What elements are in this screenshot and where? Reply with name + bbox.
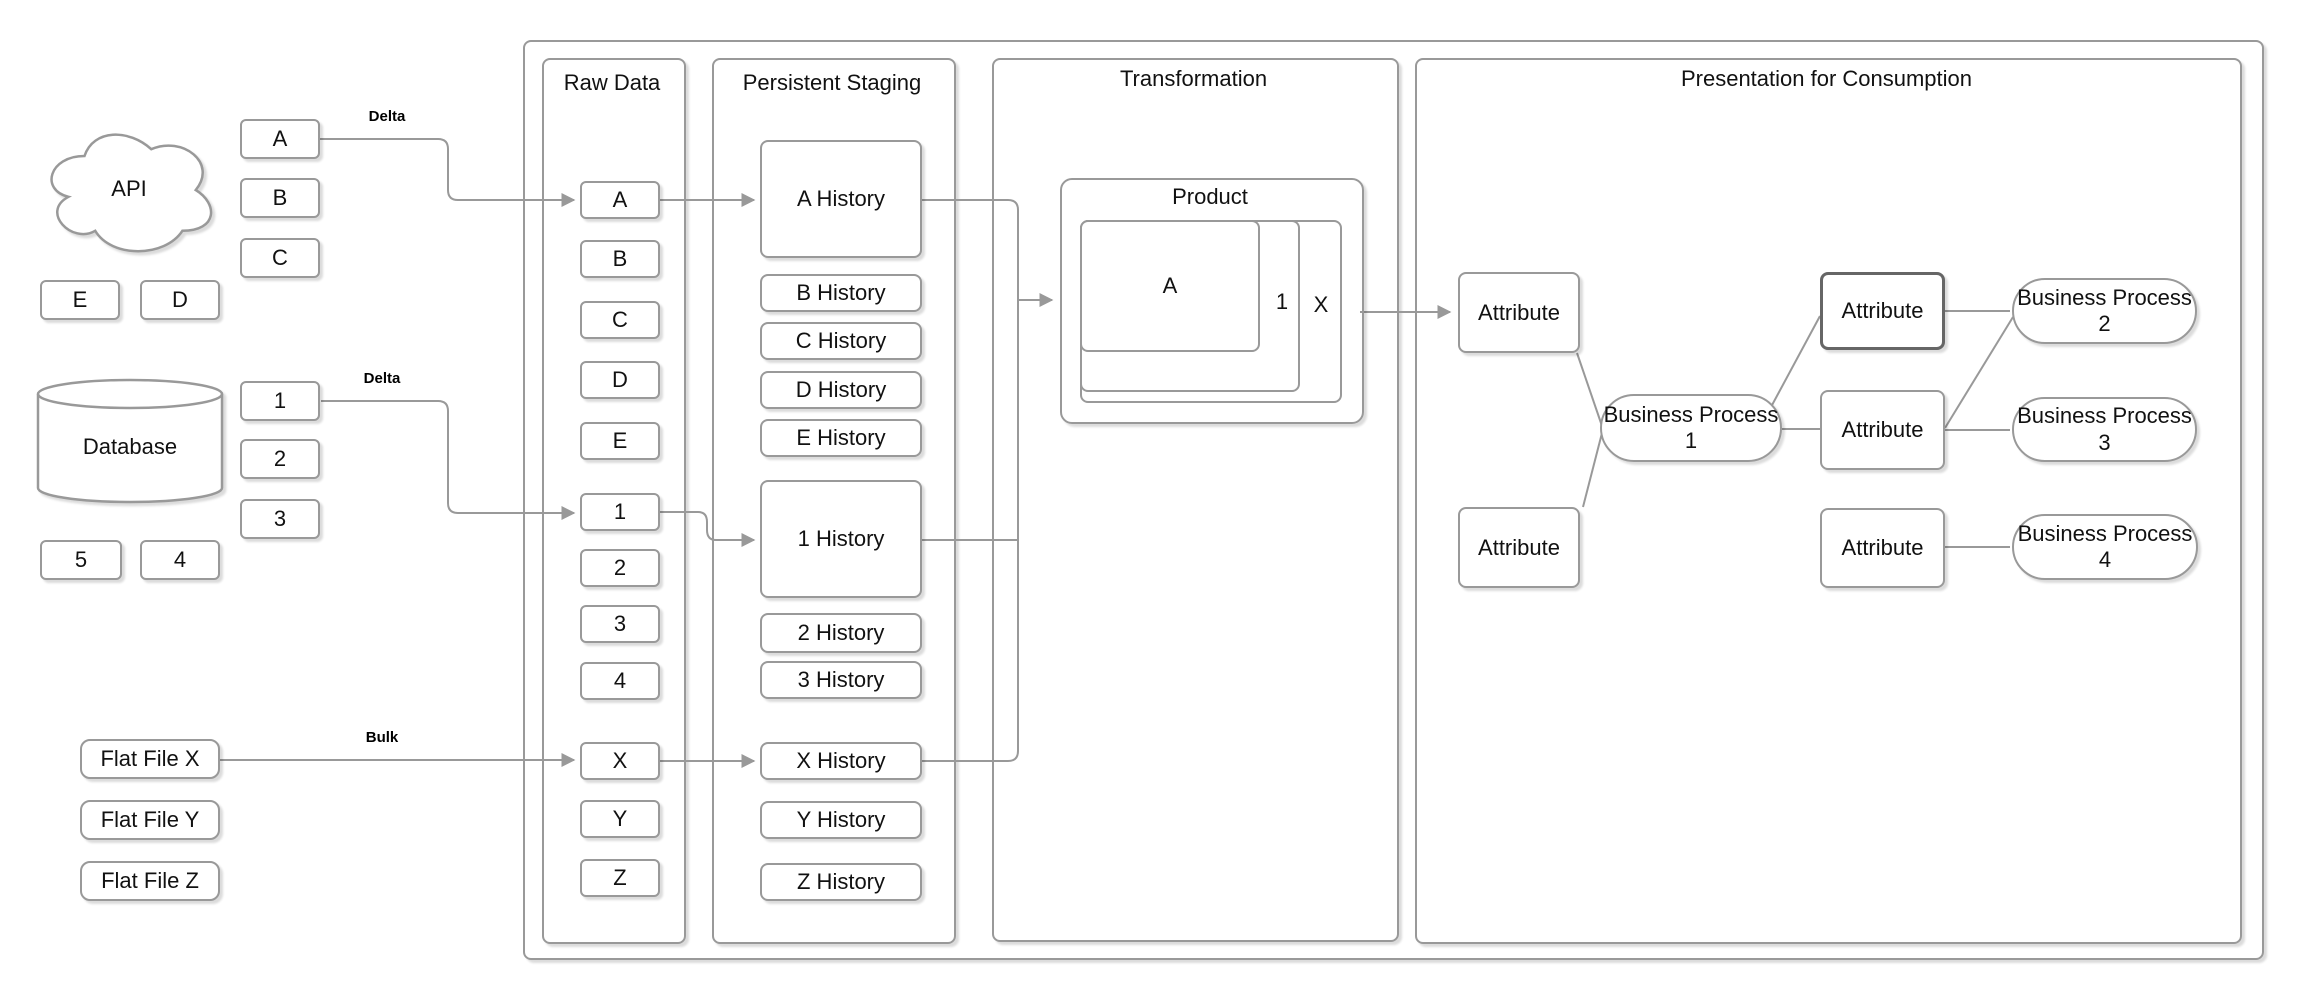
raw-box-y: Y (580, 800, 660, 838)
persistent-staging-container (712, 58, 956, 944)
persistent-staging-title: Persistent Staging (742, 70, 922, 95)
flat-file-z: Flat File Z (80, 861, 220, 901)
raw-box-4: 4 (580, 662, 660, 700)
attribute-box-bottom-left: Attribute (1458, 507, 1580, 588)
source-box-c: C (240, 238, 320, 278)
raw-box-d: D (580, 361, 660, 399)
delta-label-api: Delta (368, 108, 406, 125)
source-box-3: 3 (240, 499, 320, 539)
transformation-container (992, 58, 1399, 942)
staging-box-1-history: 1 History (760, 480, 922, 598)
source-box-b: B (240, 178, 320, 218)
staging-box-y-history: Y History (760, 801, 922, 839)
attribute-box-bottom-right: Attribute (1820, 508, 1945, 588)
staging-box-e-history: E History (760, 419, 922, 457)
staging-box-2-history: 2 History (760, 613, 922, 653)
edge-bp1-attr-tr (1770, 315, 1821, 408)
raw-box-z: Z (580, 859, 660, 897)
edge-history-collector (922, 199, 1019, 762)
business-process-4: Business Process 4 (2012, 514, 2198, 580)
product-card-label-x: X (1313, 292, 1329, 317)
staging-box-c-history: C History (760, 322, 922, 360)
attribute-box-top-right: Attribute (1820, 272, 1945, 350)
edge-api-delta (320, 138, 576, 207)
edge-attr-tl-bp1 (1576, 352, 1603, 427)
edge-raw-1-to-1-history (660, 511, 756, 547)
raw-box-2: 2 (580, 549, 660, 587)
business-process-1: Business Process 1 (1600, 394, 1782, 462)
raw-box-a: A (580, 181, 660, 219)
raw-box-b: B (580, 240, 660, 278)
raw-box-e: E (580, 422, 660, 460)
source-box-4: 4 (140, 540, 220, 580)
bulk-label: Bulk (365, 729, 399, 746)
staging-box-3-history: 3 History (760, 661, 922, 699)
staging-box-d-history: D History (760, 371, 922, 409)
staging-box-b-history: B History (760, 274, 922, 312)
presentation-title: Presentation for Consumption (1680, 66, 1973, 91)
flat-file-y: Flat File Y (80, 800, 220, 840)
attribute-box-top-left: Attribute (1458, 272, 1580, 353)
edge-db-delta (321, 400, 576, 520)
product-card-label-1: 1 (1275, 289, 1289, 314)
outer-container (523, 40, 2264, 960)
transformation-title: Transformation (1119, 66, 1268, 91)
database-cylinder-icon (36, 378, 224, 504)
source-box-e: E (40, 280, 120, 320)
attribute-box-middle-right: Attribute (1820, 390, 1945, 470)
source-box-d: D (140, 280, 220, 320)
api-cloud-icon (50, 133, 213, 253)
raw-box-c: C (580, 301, 660, 339)
api-cloud-label: API (111, 176, 147, 201)
staging-box-x-history: X History (760, 742, 922, 780)
raw-data-container (542, 58, 686, 944)
source-box-5: 5 (40, 540, 122, 580)
flat-file-x: Flat File X (80, 739, 220, 779)
delta-label-db: Delta (363, 370, 401, 387)
presentation-container (1415, 58, 2242, 944)
raw-box-3: 3 (580, 605, 660, 643)
product-card-a: A (1080, 220, 1260, 352)
raw-box-x: X (580, 742, 660, 780)
edge-attr-bl-bp1 (1582, 432, 1603, 508)
source-box-a: A (240, 119, 320, 159)
source-box-2: 2 (240, 439, 320, 479)
product-title: Product (1172, 184, 1248, 209)
database-label: Database (82, 434, 178, 459)
staging-box-a-history: A History (760, 140, 922, 258)
raw-box-1: 1 (580, 493, 660, 531)
business-process-2: Business Process 2 (2012, 278, 2197, 344)
source-box-1: 1 (240, 381, 320, 421)
product-container (1060, 178, 1364, 424)
staging-box-z-history: Z History (760, 863, 922, 901)
raw-data-title: Raw Data (563, 70, 661, 95)
business-process-3: Business Process 3 (2012, 397, 2197, 462)
edge-attr-mr-bp2 (1944, 316, 2014, 429)
